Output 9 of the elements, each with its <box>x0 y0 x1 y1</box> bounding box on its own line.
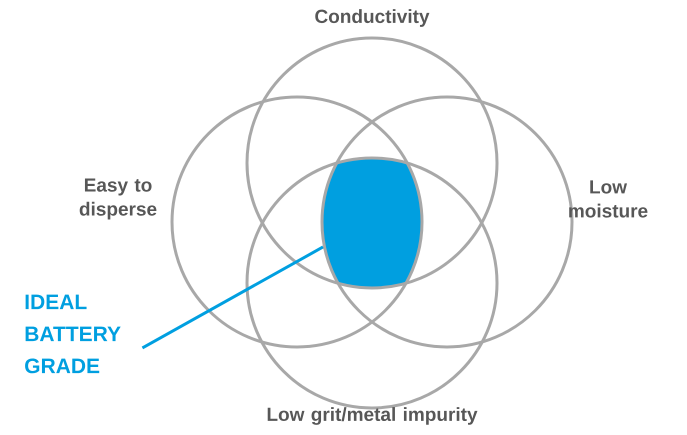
venn-circle <box>170 96 424 348</box>
highlighted-intersection <box>322 158 422 288</box>
circle-label: Low moisture <box>569 180 648 218</box>
callout-label: IDEAL BATTERY GRADE <box>25 294 121 374</box>
circle-label: Easy to disperse <box>80 178 156 220</box>
leader-line <box>142 246 324 350</box>
venn-circle <box>246 36 498 290</box>
circle-label: Low grit/metal impurity <box>268 407 478 425</box>
circle-label: Conductivity <box>315 9 430 27</box>
